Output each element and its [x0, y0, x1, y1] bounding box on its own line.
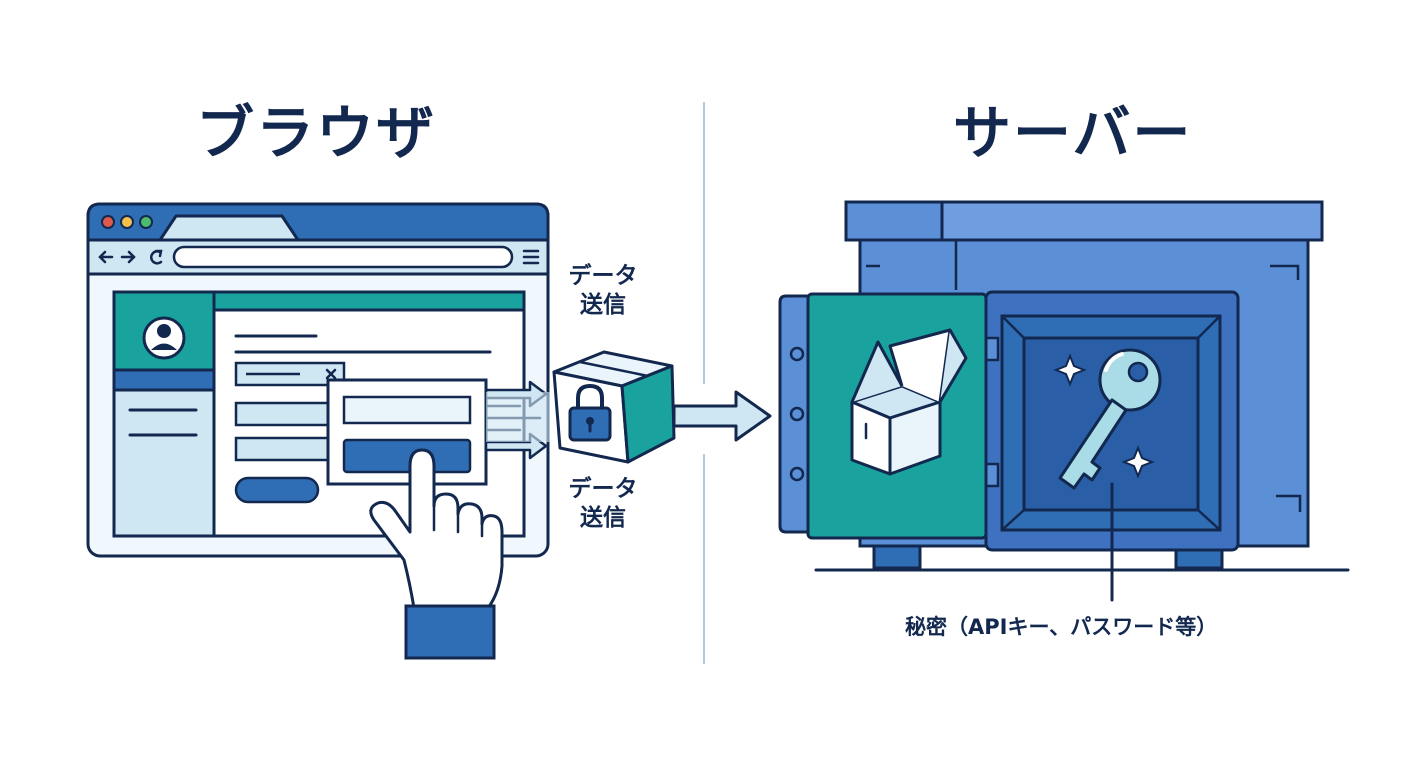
server-title: サーバー: [953, 99, 1193, 167]
submit-button[interactable]: [342, 438, 472, 474]
browser-title: ブラウザ: [196, 99, 437, 167]
secret-label: 秘密（APIキー、パスワード等）: [905, 615, 1218, 639]
maximize-dot-icon: [139, 215, 153, 229]
transmit-label-top: データ送信: [568, 263, 638, 318]
open-box-icon: [850, 328, 968, 476]
send-arrow-icon: [672, 390, 772, 442]
divider-upper: [703, 102, 705, 384]
address-bar[interactable]: [172, 245, 514, 269]
key-icon: [1058, 348, 1162, 490]
back-arrow-icon: [98, 250, 114, 264]
close-dot-icon: [101, 215, 115, 229]
transmit-label-bottom: データ送信: [568, 476, 638, 531]
browser-window-icon: [86, 202, 550, 558]
pointing-hand-icon: [369, 448, 504, 660]
padlock-icon: [568, 383, 612, 442]
form-input[interactable]: [342, 395, 472, 425]
data-flow-arrows: [484, 380, 550, 460]
minimize-dot-icon: [120, 215, 134, 229]
divider-lower: [703, 454, 705, 664]
package-box-icon: [552, 350, 676, 464]
sparkle-icon: [1053, 353, 1155, 479]
forward-arrow-icon: [120, 250, 136, 264]
menu-icon[interactable]: [522, 249, 540, 265]
reload-icon: [150, 249, 163, 265]
user-avatar-icon: [142, 316, 186, 360]
